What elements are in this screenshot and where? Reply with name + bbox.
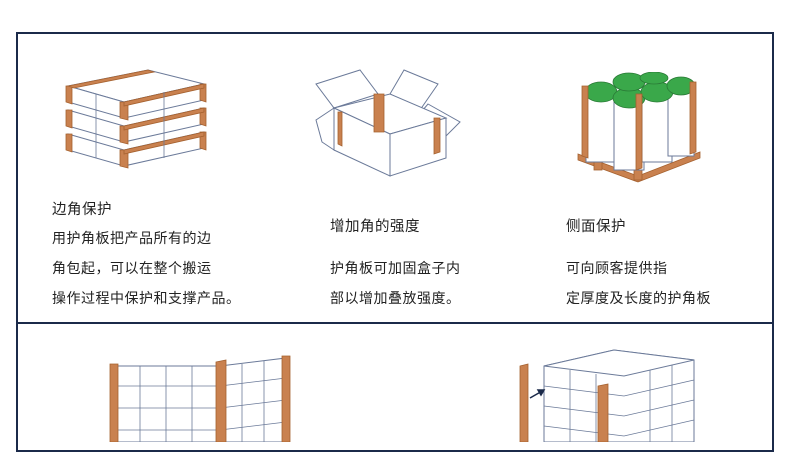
- pallet-wrap-illustration-right: [519, 349, 695, 442]
- side-protection-illustration: [577, 72, 701, 183]
- feature-1-line-3: 操作过程中保护和支撑产品。: [52, 291, 241, 307]
- feature-3-line-2: 定厚度及长度的护角板: [566, 291, 711, 307]
- feature-2-line-2: 部以增加叠放强度。: [330, 291, 461, 307]
- edge-protection-illustration: [65, 69, 207, 169]
- panel-divider: [16, 322, 774, 324]
- feature-3-title: 侧面保护: [566, 219, 626, 235]
- box-corner-illustration: [315, 69, 461, 177]
- feature-3-line-1: 可向顾客提供指: [566, 261, 668, 277]
- feature-1-line-1: 用护角板把产品所有的边: [52, 231, 212, 247]
- feature-1-line-2: 角包起，可以在整个搬运: [52, 261, 212, 277]
- pallet-wrap-illustration-left: [109, 355, 291, 442]
- feature-1-title: 边角保护: [52, 202, 112, 218]
- feature-2-line-1: 护角板可加固盒子内: [330, 261, 461, 277]
- feature-2-title: 增加角的强度: [330, 219, 420, 235]
